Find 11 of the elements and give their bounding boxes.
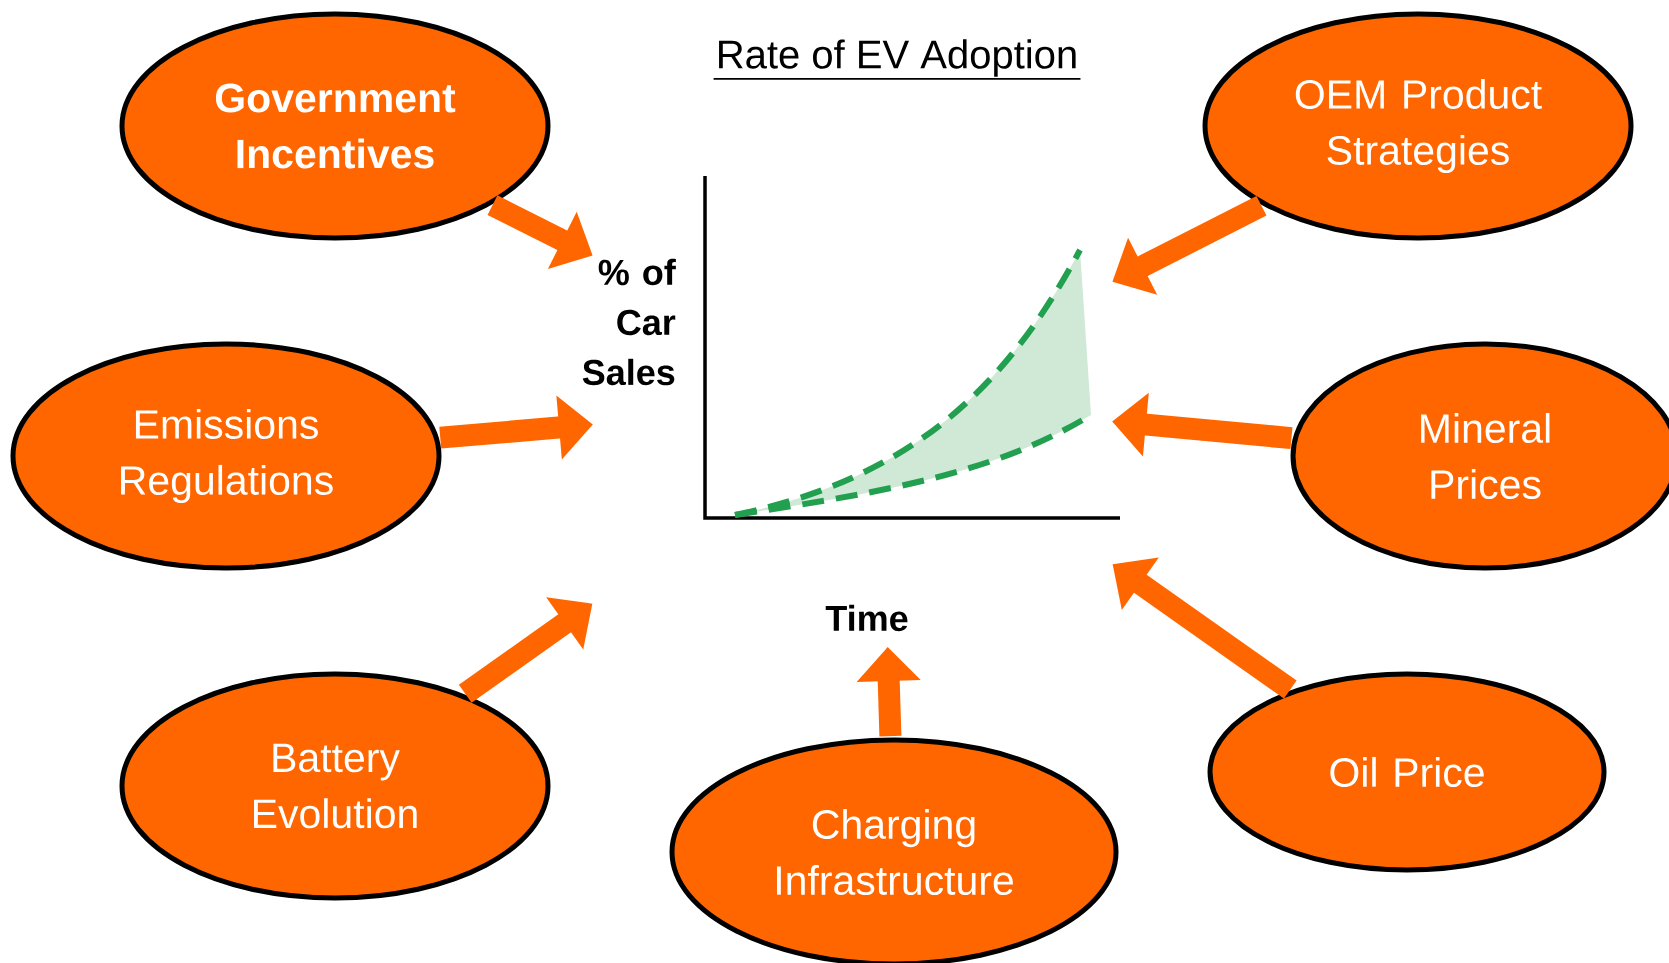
ellipse-node: Charging Infrastructure [669, 737, 1119, 963]
ellipse-node: Emissions Regulations [10, 341, 442, 571]
ellipse-node: OEM Product Strategies [1202, 11, 1634, 241]
ellipse-node: Government Incentives [119, 11, 551, 241]
axis-label: % of Car Sales [582, 258, 676, 386]
ellipse-node: Mineral Prices [1290, 341, 1669, 571]
line-chart [582, 176, 1120, 632]
axis-label: Time [825, 604, 908, 632]
ellipse-node: Battery Evolution [119, 671, 551, 901]
ellipse-node: Oil Price [1207, 671, 1607, 873]
chart-title: Rate of EV Adoption [712, 39, 1082, 80]
